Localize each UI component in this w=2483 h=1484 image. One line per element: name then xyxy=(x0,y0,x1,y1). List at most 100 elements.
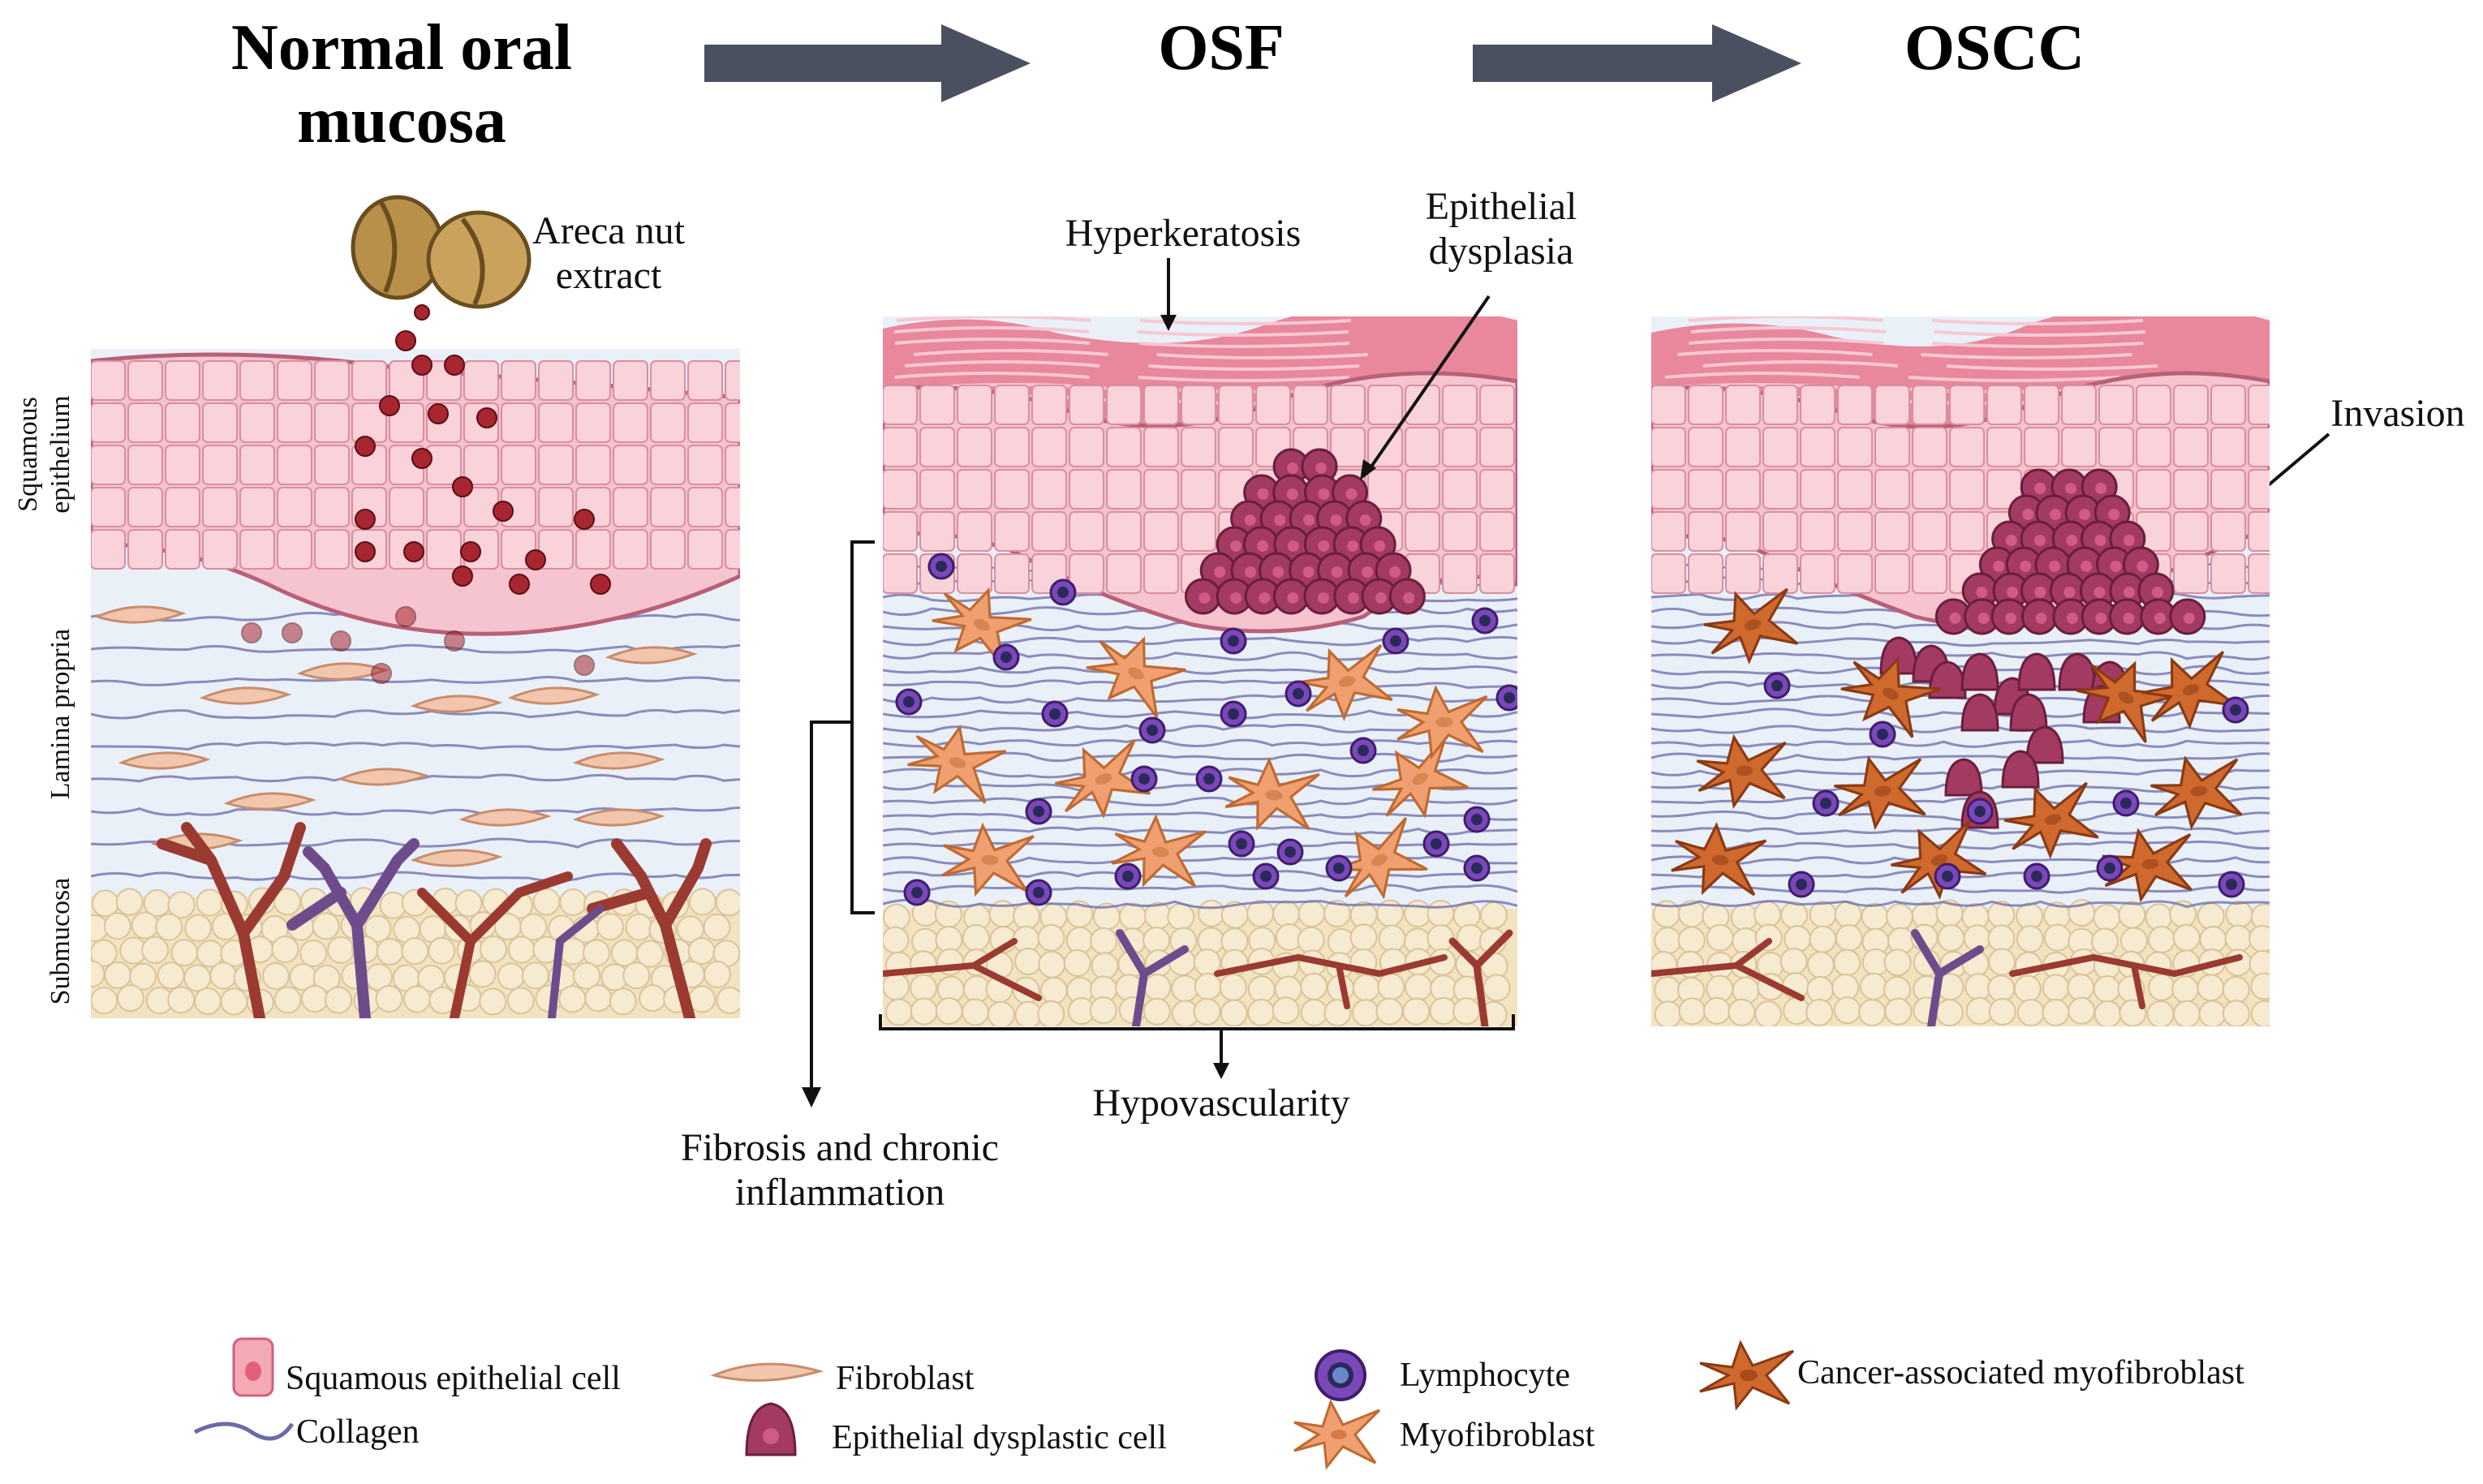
dysplastic-nucleus xyxy=(1315,462,1328,474)
fat-cell xyxy=(584,984,613,1013)
epithelial-cell xyxy=(919,511,955,552)
epithelial-cell xyxy=(1837,511,1873,552)
collagen-fiber xyxy=(91,675,740,686)
fat-cell xyxy=(1143,997,1171,1026)
epithelial-cell xyxy=(1405,385,1440,425)
areca-drop xyxy=(476,407,497,428)
fat-cell xyxy=(1404,900,1432,928)
myofibroblast xyxy=(1372,735,1469,819)
epithelial-cell xyxy=(1143,553,1179,594)
keratin-streak xyxy=(1931,319,2144,325)
keratin-streak xyxy=(905,360,1100,368)
epithelial-cell xyxy=(1405,427,1440,467)
epithelial-cell xyxy=(1442,385,1478,425)
epithelial-cell xyxy=(314,487,350,527)
fat-cell xyxy=(1937,923,1965,952)
epithelial-cell xyxy=(1442,469,1478,510)
collagen-fiber xyxy=(1651,855,2270,866)
dysplastic-nucleus xyxy=(1977,613,1990,624)
fat-cell xyxy=(1297,899,1326,927)
epithelial-cell xyxy=(1912,385,1947,425)
legend-collagen-icon xyxy=(193,1422,295,1441)
keratin-streak xyxy=(896,316,1092,322)
fat-cell xyxy=(688,888,716,916)
invading-cell xyxy=(2001,750,2040,789)
progression-arrow-1 xyxy=(704,24,1031,102)
lymphocyte-nucleus xyxy=(1203,773,1215,785)
fat-cell xyxy=(1143,926,1171,954)
epithelial-cell xyxy=(538,487,574,527)
fat-cell xyxy=(2197,902,2225,931)
fat-cell xyxy=(1835,923,1863,952)
areca-extract-drops xyxy=(241,304,611,684)
epithelial-cell xyxy=(1762,385,1798,425)
epithelial-cell xyxy=(389,402,424,443)
epithelial-cell xyxy=(957,553,992,594)
fat-cell xyxy=(935,997,963,1026)
epithelial-cell xyxy=(1330,385,1366,425)
epithelial-cell xyxy=(1143,427,1179,467)
fat-cell xyxy=(167,891,196,919)
fat-cell xyxy=(2172,1000,2201,1026)
fat-cell xyxy=(2093,975,2121,1004)
lymphocyte-nucleus xyxy=(1358,745,1369,756)
epithelial-cell xyxy=(1688,511,1723,552)
epithelial-cell xyxy=(687,487,723,527)
epithelial-cell xyxy=(1181,385,1216,425)
epithelial-cell xyxy=(1367,385,1403,425)
stage-title-normal-line2: mucosa xyxy=(297,85,506,157)
invading-cell xyxy=(1960,693,1999,732)
areca-drop xyxy=(395,330,416,351)
fat-cell xyxy=(961,998,989,1026)
myofibroblast xyxy=(1055,738,1151,819)
epithelial-cell xyxy=(613,529,648,570)
fat-cell xyxy=(1754,1000,1783,1026)
sparse-blood-vessels xyxy=(1651,929,2243,1026)
areca-drop xyxy=(525,549,546,570)
fat-cell xyxy=(364,914,392,943)
epithelial-cell xyxy=(1725,469,1761,510)
epithelial-cell xyxy=(725,529,740,570)
collagen-fiber xyxy=(883,841,1517,851)
epithelial-cell xyxy=(1106,469,1142,510)
fat-cell xyxy=(1038,950,1066,979)
fat-cell xyxy=(2043,923,2072,952)
dysplastic-nucleus xyxy=(1976,587,1988,598)
epithelial-cell xyxy=(1293,385,1328,425)
dysplastic-nucleus xyxy=(2034,587,2046,598)
epithelial-cell xyxy=(957,427,992,467)
lymphocyte-nucleus xyxy=(1479,615,1491,626)
epithelial-cell xyxy=(994,469,1030,510)
fat-cell xyxy=(209,961,238,990)
fat-cell xyxy=(300,985,329,1013)
fat-cell xyxy=(2118,901,2146,929)
fat-cell xyxy=(1143,974,1172,1002)
fat-cell xyxy=(1987,974,2016,1003)
epithelial-cell xyxy=(239,402,275,443)
epithelial-cell xyxy=(1479,511,1515,552)
lymphocyte-nucleus xyxy=(1293,688,1304,699)
epithelial-cell xyxy=(1651,469,1686,510)
collagen-fiber xyxy=(883,738,1517,748)
fat-cell xyxy=(962,923,990,952)
fat-cell xyxy=(716,986,740,1014)
dysplastic-nucleus xyxy=(1230,540,1242,552)
keratin-streak xyxy=(894,372,1090,379)
dysplastic-nucleus xyxy=(2005,613,2017,624)
epithelial-cell xyxy=(277,445,312,485)
epithelial-cell xyxy=(613,402,648,443)
fat-cell xyxy=(1220,999,1248,1026)
areca-drop xyxy=(355,541,376,562)
epithelial-cell xyxy=(919,385,955,425)
fat-cell xyxy=(2042,974,2070,1002)
lymphocyte-nucleus xyxy=(911,887,923,898)
dysplastic-nucleus xyxy=(1330,514,1342,526)
dysplastic-nucleus xyxy=(2183,613,2195,624)
fat-cell xyxy=(2224,924,2253,953)
dysplastic-nucleus xyxy=(1389,566,1401,578)
fat-cell xyxy=(1246,899,1275,927)
lymphocyte-nucleus xyxy=(1122,871,1134,882)
epithelial-cell xyxy=(1837,427,1873,467)
myofibroblast xyxy=(1297,644,1393,721)
fat-cell xyxy=(1935,999,1964,1026)
